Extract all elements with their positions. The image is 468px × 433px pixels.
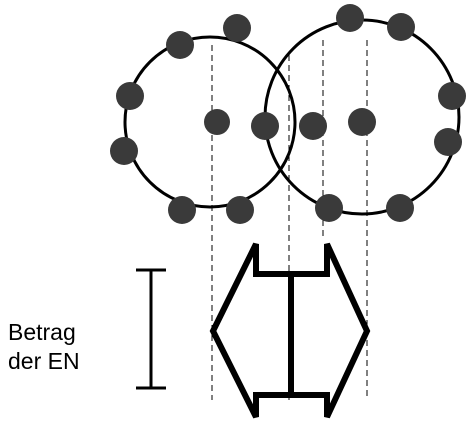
electron xyxy=(387,13,415,41)
electrons xyxy=(110,4,466,224)
electron xyxy=(386,194,414,222)
electron-shared-left xyxy=(251,112,279,140)
magnitude-measure-bar xyxy=(136,268,166,390)
electron-shared-right xyxy=(299,112,327,140)
electron-right-inner xyxy=(348,108,376,136)
left-atom-shell xyxy=(123,35,297,209)
electron xyxy=(223,14,251,42)
electron xyxy=(166,31,194,59)
electron xyxy=(226,196,254,224)
magnitude-label: Betrag der EN xyxy=(8,318,128,376)
electron xyxy=(315,194,343,222)
electron xyxy=(434,128,462,156)
electron xyxy=(116,82,144,110)
bond-polarity-shape xyxy=(209,242,371,419)
electron xyxy=(168,196,196,224)
electron-left-inner xyxy=(204,109,230,135)
polarity-outline xyxy=(209,242,371,419)
magnitude-label-line1: Betrag xyxy=(8,319,76,345)
electron xyxy=(438,82,466,110)
electron xyxy=(110,137,138,165)
electron xyxy=(336,4,364,32)
magnitude-label-line2: der EN xyxy=(8,348,80,374)
